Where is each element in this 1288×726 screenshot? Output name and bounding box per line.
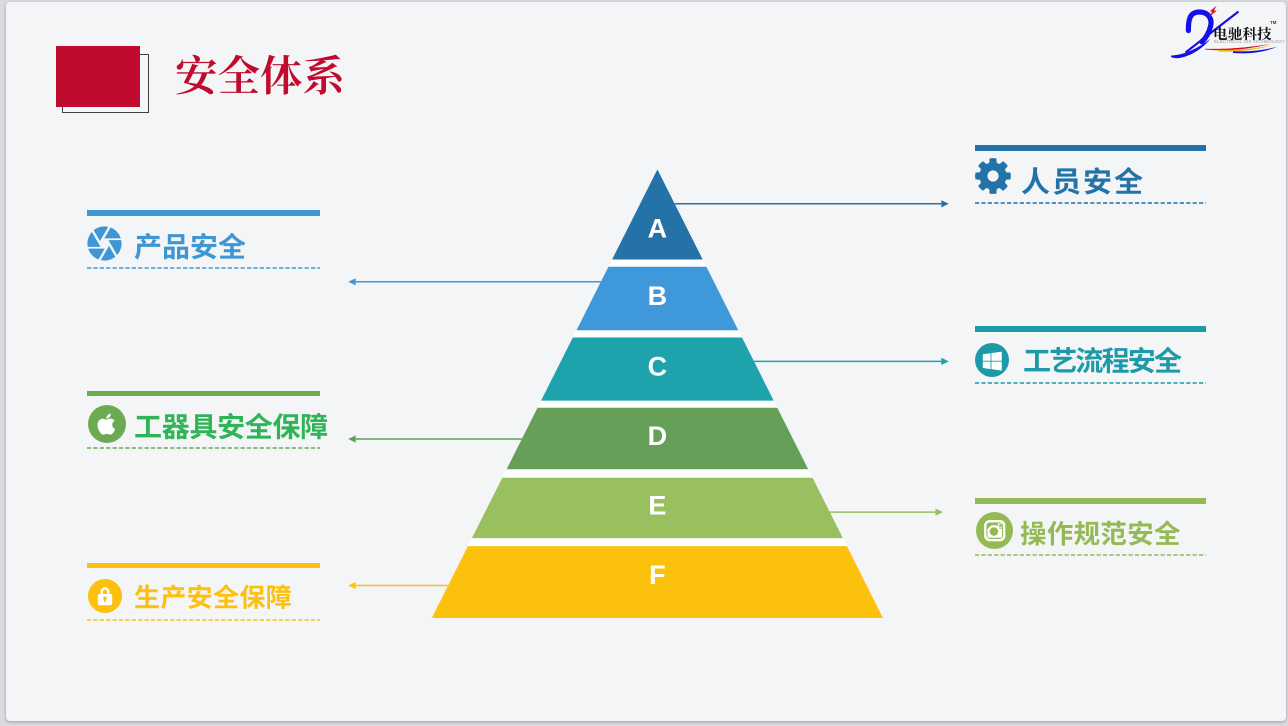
svg-text:F: F bbox=[649, 560, 666, 590]
svg-text:A: A bbox=[648, 214, 668, 244]
svg-text:B: B bbox=[648, 281, 668, 311]
svg-text:D: D bbox=[648, 421, 668, 451]
svg-text:C: C bbox=[648, 352, 668, 382]
svg-text:E: E bbox=[648, 490, 666, 520]
